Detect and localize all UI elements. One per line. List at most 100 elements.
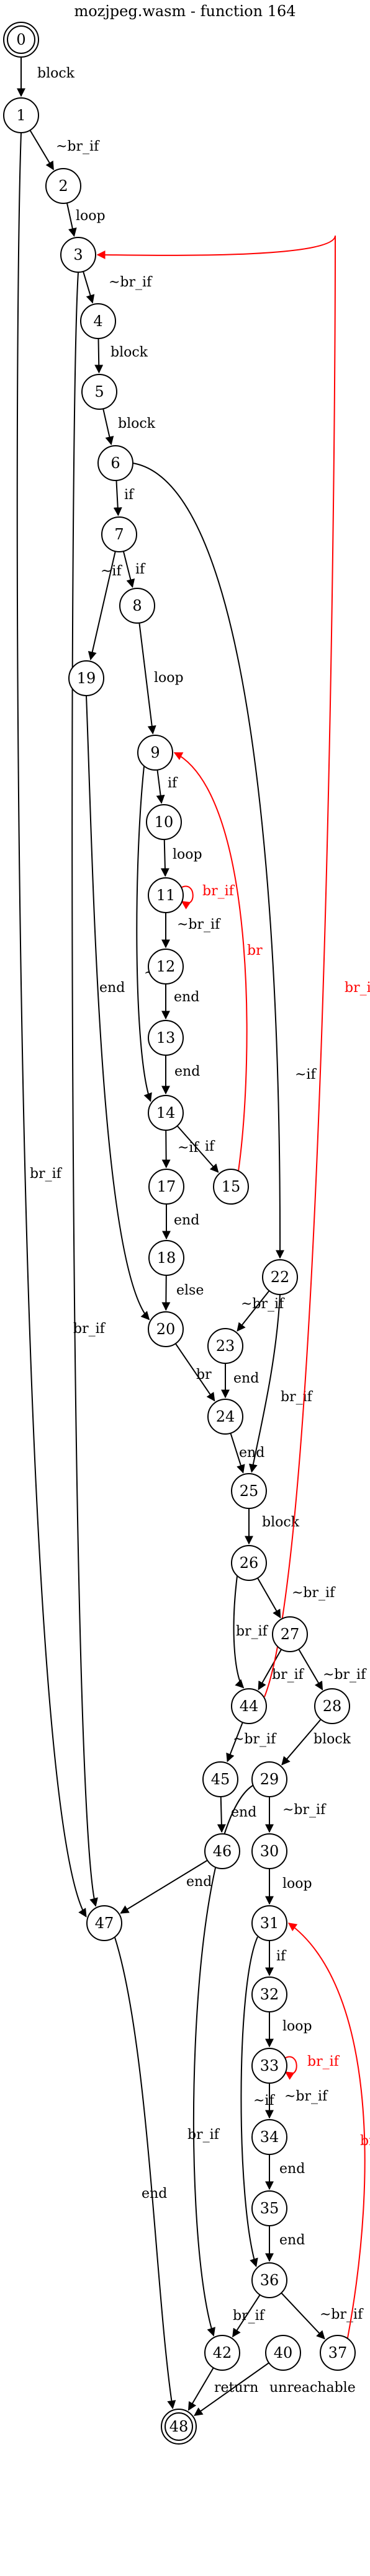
edge-label-18-20: else	[176, 1283, 204, 1298]
edge-label-7-8: if	[135, 562, 146, 577]
node-31: 31	[251, 1905, 287, 1941]
node-48: 48	[161, 2409, 197, 2445]
edge-22-23	[237, 1290, 270, 1332]
graph-title: mozjpeg.wasm - function 164	[74, 2, 296, 20]
edge-28-29	[281, 1719, 322, 1766]
node-27: 27	[272, 1616, 308, 1652]
edge-label-36-37: ~br_if	[320, 2307, 364, 2322]
edge-20-24	[174, 1343, 215, 1402]
edge-9-10	[156, 769, 165, 804]
edge-label-31-36: ~if	[253, 2093, 275, 2109]
node-circle-11	[148, 877, 184, 913]
edge-36-37	[281, 2292, 325, 2340]
node-label-5: 5	[94, 383, 104, 401]
edge-label-30-31: loop	[282, 1876, 312, 1892]
edge-label-22-25: br_if	[281, 1389, 314, 1405]
edge-label-11-11: br_if	[202, 883, 235, 899]
edge-26-44	[233, 1575, 245, 1689]
node-44: 44	[231, 1688, 267, 1724]
node-circle-1	[3, 97, 39, 133]
node-6: 6	[97, 445, 133, 481]
node-circle-31	[251, 1905, 287, 1941]
edge-24-25	[230, 1433, 245, 1474]
node-label-13: 13	[156, 1029, 176, 1047]
edge-4-5	[94, 338, 104, 374]
edge-label-44-45: ~br_if	[233, 1732, 277, 1747]
edge-45-46	[217, 1796, 226, 1833]
node-label-15: 15	[222, 1178, 241, 1195]
node-circle-24	[207, 1399, 243, 1435]
node-circle-5	[81, 374, 117, 410]
node-label-30: 30	[260, 1843, 279, 1860]
edge-label-13-14: end	[174, 1064, 200, 1079]
edge-10-11	[160, 839, 169, 877]
node-inner-circle-48	[165, 2412, 193, 2441]
edge-label-24-25: end	[239, 1445, 264, 1461]
node-circle-27	[272, 1616, 308, 1652]
node-label-24: 24	[216, 1408, 235, 1425]
edge-36-42	[232, 2294, 261, 2338]
node-47: 47	[86, 1905, 122, 1941]
node-label-36: 36	[260, 2272, 279, 2289]
node-12: 12	[148, 949, 184, 985]
node-circle-36	[251, 2262, 287, 2298]
edge-3-47	[71, 272, 98, 1907]
node-label-9: 9	[150, 744, 160, 761]
node-label-0: 0	[16, 31, 25, 48]
node-20: 20	[148, 1311, 184, 1347]
node-label-31: 31	[260, 1914, 279, 1932]
node-label-23: 23	[216, 1337, 235, 1355]
node-circle-15	[213, 1169, 249, 1205]
node-label-47: 47	[95, 1914, 114, 1932]
node-circle-9	[137, 735, 173, 771]
edge-label-26-44: br_if	[236, 1624, 269, 1639]
node-17: 17	[148, 1169, 184, 1205]
edge-label-5-6: block	[118, 416, 156, 432]
node-circle-2	[45, 168, 81, 204]
edge-14-15	[176, 1125, 219, 1173]
edges-layer: block~br_ifbr_ifloop~br_ifbr_ifblockbloc…	[16, 57, 370, 2416]
node-circle-37	[320, 2335, 356, 2371]
edge-15-9	[173, 752, 248, 1172]
node-14: 14	[148, 1095, 184, 1131]
node-label-19: 19	[77, 670, 96, 687]
edge-42-48	[187, 2367, 214, 2411]
node-circle-19	[68, 660, 104, 696]
node-1: 1	[3, 97, 39, 133]
edge-label-3-47: br_if	[73, 1321, 106, 1337]
edge-22-25	[248, 1294, 281, 1473]
edge-label-27-28: ~br_if	[323, 1667, 367, 1683]
edge-3-4	[83, 271, 95, 304]
node-32: 32	[251, 1976, 287, 2012]
edge-2-3	[66, 203, 77, 237]
edge-label-32-33: loop	[282, 2019, 312, 2034]
node-15: 15	[213, 1169, 249, 1205]
edge-label-33-33: br_if	[307, 2054, 340, 2069]
node-22: 22	[262, 1259, 298, 1295]
edge-label-10-11: loop	[173, 847, 202, 862]
edge-label-35-36: end	[279, 2233, 305, 2248]
node-2: 2	[45, 168, 81, 204]
edge-label-1-47: br_if	[30, 1166, 63, 1182]
node-11: 11	[148, 877, 184, 913]
node-circle-22	[262, 1259, 298, 1295]
edge-33-33	[284, 2056, 297, 2080]
node-label-42: 42	[213, 2344, 232, 2361]
node-label-12: 12	[156, 958, 176, 975]
edge-label-19-20: end	[99, 980, 125, 996]
node-19: 19	[68, 660, 104, 696]
edge-46-47	[120, 1859, 208, 1914]
node-9: 9	[137, 735, 173, 771]
node-circle-10	[146, 804, 182, 840]
node-label-14: 14	[156, 1104, 176, 1122]
node-29: 29	[251, 1761, 287, 1797]
edge-label-23-24: end	[233, 1371, 259, 1386]
node-label-33: 33	[260, 2057, 279, 2074]
edge-9-14	[136, 766, 152, 1102]
node-10: 10	[146, 804, 182, 840]
node-46: 46	[204, 1833, 240, 1869]
node-circle-20	[148, 1311, 184, 1347]
edge-label-2-3: loop	[76, 208, 106, 224]
edge-27-28	[298, 1649, 323, 1691]
edge-label-11-12: ~br_if	[177, 917, 221, 932]
